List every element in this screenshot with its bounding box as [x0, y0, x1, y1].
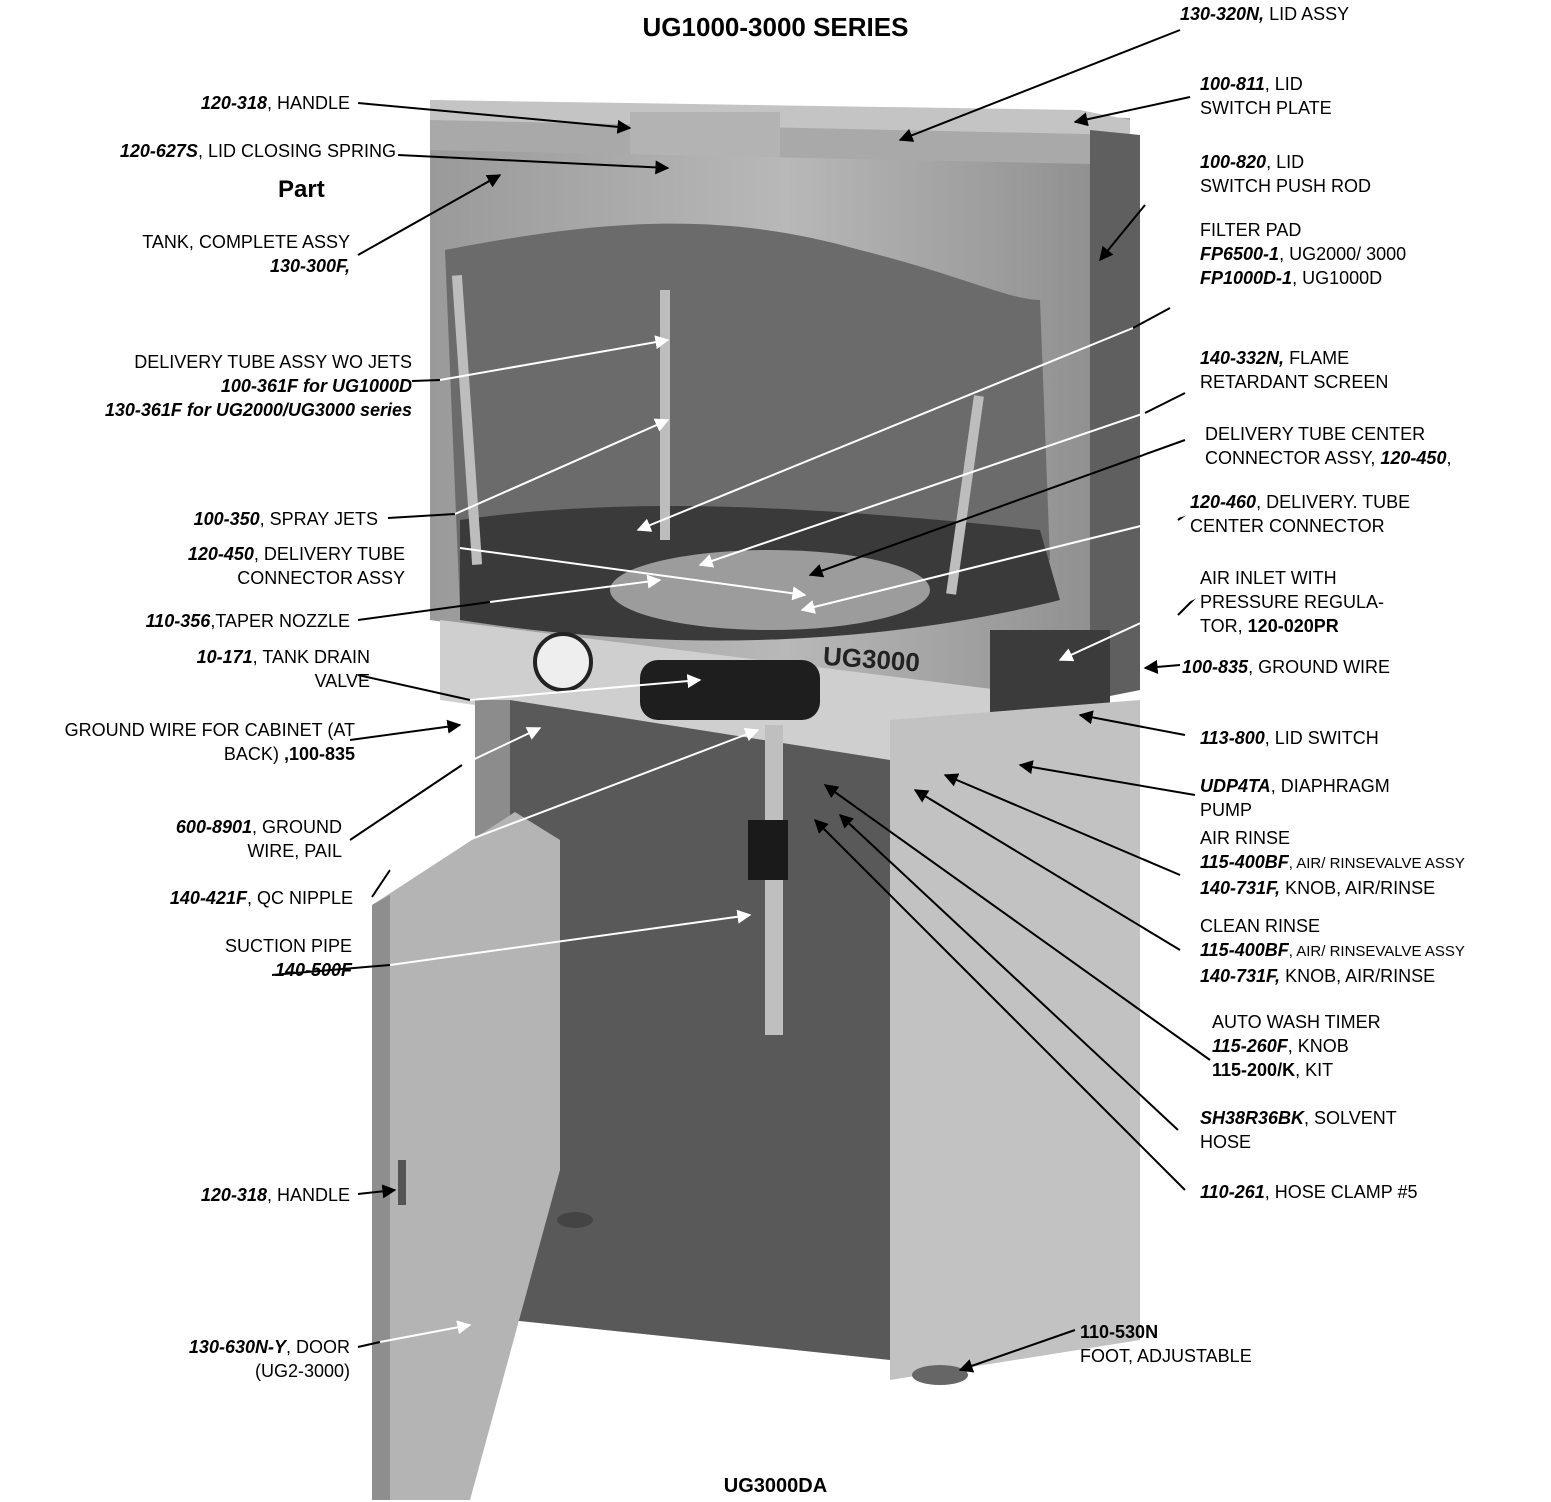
tank-body	[430, 130, 1140, 700]
label-lid-assy: 130-320N, LID ASSY	[1180, 2, 1349, 26]
label-hose-clamp: 110-261, HOSE CLAMP #5	[1200, 1180, 1417, 1204]
label-handle-bottom: 120-318, HANDLE	[201, 1183, 350, 1207]
cabinet-door	[372, 812, 560, 1500]
caption: UG3000DA	[0, 1475, 1551, 1498]
label-handle-top: 120-318, HANDLE	[201, 91, 350, 115]
part-heading: Part	[278, 178, 325, 202]
label-door: 130-630N-Y, DOOR(UG2-3000)	[189, 1335, 350, 1383]
label-qc-nipple: 140-421F, QC NIPPLE	[170, 886, 353, 910]
label-ground-wire: 100-835, GROUND WIRE	[1182, 655, 1390, 679]
label-spray-jets: 100-350, SPRAY JETS	[194, 507, 378, 531]
label-lid-spring: 120-627S, LID CLOSING SPRING	[120, 139, 396, 163]
label-lid-switch: 113-800, LID SWITCH	[1200, 726, 1379, 750]
label-taper-nozzle: 110-356,TAPER NOZZLE	[146, 609, 350, 633]
cabinet	[475, 700, 1140, 1385]
